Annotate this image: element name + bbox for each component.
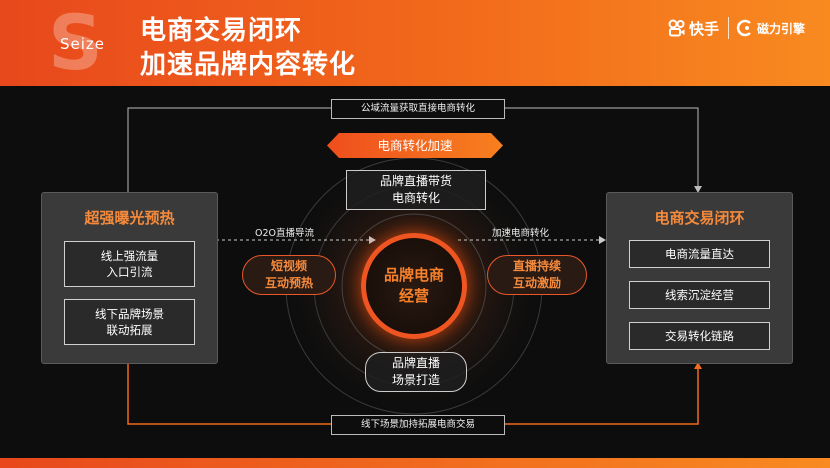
center-top-line1: 品牌直播带货	[379, 174, 452, 188]
left-panel-title: 超强曝光预热	[84, 209, 175, 227]
right-center-pill: 直播持续互动激励	[487, 255, 587, 295]
left-panel-item: 线上强流量入口引流	[64, 241, 195, 287]
right-flow-label: 加速电商转化	[492, 228, 550, 239]
bottom-left-connector	[127, 362, 331, 425]
left-center-pill: 短视频互动预热	[242, 255, 336, 295]
core-circle: 品牌电商经营	[361, 233, 467, 339]
left-pill-line2: 互动预热	[264, 276, 313, 290]
kuaishou-logo-text: 快手	[689, 19, 720, 38]
top-right-arrowhead	[694, 186, 702, 193]
left-item-line2: 入口引流	[106, 265, 153, 279]
core-line1: 品牌电商	[383, 266, 444, 284]
top-right-connector	[503, 107, 699, 192]
bottom-right-arrowhead	[694, 362, 702, 369]
loop-bottom-label: 线下场景加持拓展电商交易	[331, 415, 505, 435]
right-panel-item: 线索沉淀经营	[629, 281, 770, 309]
center-bottom-line1: 品牌直播	[391, 356, 440, 370]
page-title-line1: 电商交易闭环	[140, 16, 303, 46]
right-pill-line2: 互动激励	[512, 276, 561, 290]
cili-engine-logo-text: 磁力引擎	[757, 21, 806, 36]
right-flow-arrowhead	[599, 236, 606, 244]
top-left-connector	[127, 107, 331, 192]
cili-engine-icon	[736, 19, 751, 37]
left-panel-item: 线下品牌场景联动拓展	[64, 299, 195, 345]
kuaishou-logo: 快手	[668, 18, 719, 38]
center-bottom-box: 品牌直播场景打造	[365, 352, 467, 392]
center-top-line2: 电商转化	[391, 191, 440, 205]
left-flow-arrowhead	[369, 236, 376, 244]
cili-engine-logo: 磁力引擎	[736, 18, 805, 38]
logo-divider	[728, 17, 729, 39]
center-bottom-line2: 场景打造	[391, 373, 440, 387]
page-title-line2: 加速品牌内容转化	[140, 50, 357, 80]
header-banner: S Seize 电商交易闭环 加速品牌内容转化 快手 磁力引擎	[0, 0, 830, 86]
left-panel: 超强曝光预热 线上强流量入口引流 线下品牌场景联动拓展	[41, 192, 218, 364]
brand-letter: S	[48, 0, 103, 87]
core-line2: 经营	[398, 287, 429, 305]
left-item-line2: 联动拓展	[106, 323, 153, 337]
center-banner: 电商转化加速	[327, 133, 503, 158]
bottom-accent-bar	[0, 458, 830, 468]
bottom-right-connector	[503, 362, 699, 425]
brand-word: Seize	[60, 35, 106, 53]
left-item-line1: 线上强流量	[100, 249, 159, 263]
right-panel-item: 电商流量直达	[629, 240, 770, 268]
kuaishou-icon	[668, 19, 685, 37]
left-flow-label: O2O直播导流	[255, 228, 314, 239]
right-panel-title: 电商交易闭环	[654, 209, 745, 227]
loop-top-label: 公域流量获取直接电商转化	[331, 99, 505, 119]
right-pill-line1: 直播持续	[512, 259, 561, 273]
right-panel-item: 交易转化链路	[629, 322, 770, 350]
left-item-line1: 线下品牌场景	[95, 307, 164, 321]
left-pill-line1: 短视频	[270, 259, 307, 273]
right-panel: 电商交易闭环 电商流量直达 线索沉淀经营 交易转化链路	[606, 192, 793, 364]
center-top-box: 品牌直播带货电商转化	[346, 170, 486, 210]
